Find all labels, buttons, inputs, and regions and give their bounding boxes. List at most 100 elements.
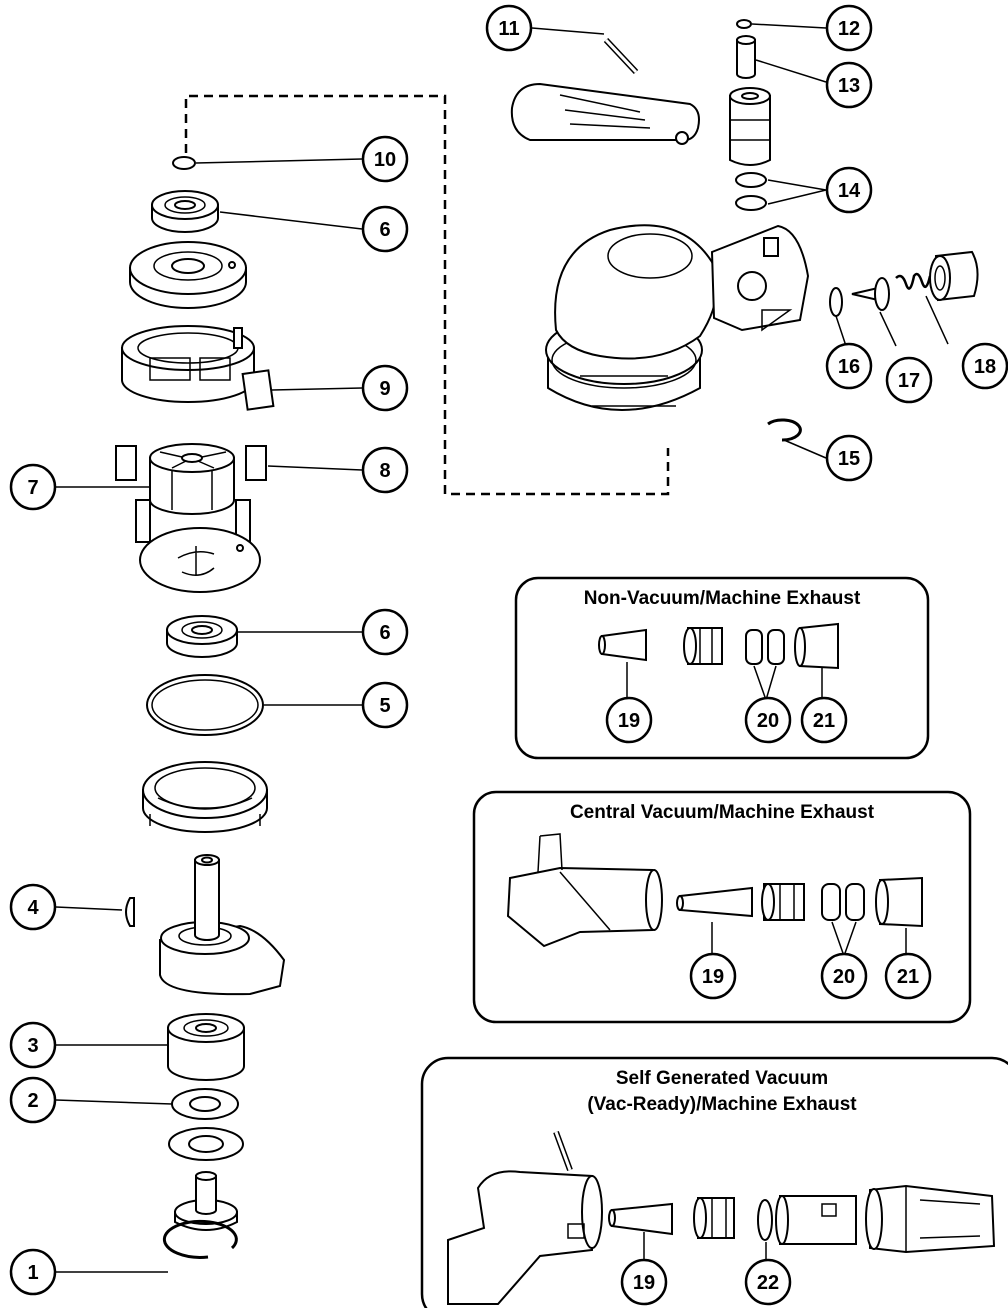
- nv-muffler-cap: [794, 622, 839, 670]
- part-washer-lower: [168, 1127, 244, 1161]
- part-end-plate: [129, 241, 247, 309]
- callout-number: 6: [379, 219, 390, 241]
- callout-number: 5: [379, 695, 390, 717]
- callout-c19a: 19: [605, 696, 653, 744]
- cv-adapter: [761, 883, 805, 921]
- callout-circle: [825, 434, 873, 482]
- callout-number: 19: [633, 1272, 655, 1294]
- part-motor-housing: [545, 224, 810, 411]
- part-rotor: [149, 443, 235, 515]
- callout-circle: [744, 696, 792, 744]
- callout-c4: 4: [9, 883, 57, 931]
- callout-circle: [361, 608, 409, 656]
- part-vane-left: [115, 445, 137, 481]
- part-vane-right: [245, 445, 267, 481]
- panel-self-generated-title-line2: (Vac-Ready)/Machine Exhaust: [587, 1094, 857, 1115]
- callout-circle: [961, 342, 1008, 390]
- callout-circle: [9, 1248, 57, 1296]
- callout-number: 12: [838, 18, 860, 40]
- callout-circle: [825, 166, 873, 214]
- callout-circle: [620, 1258, 668, 1306]
- part-inlet-bushing: [929, 250, 979, 302]
- part-washer-upper: [171, 1088, 239, 1120]
- part-valve-body: [729, 87, 771, 166]
- sg-adapter: [693, 1197, 735, 1239]
- callout-c14: 14: [825, 166, 873, 214]
- panel-self-generated-title-line1: Self Generated Vacuum: [616, 1068, 828, 1089]
- callout-c20b: 20: [820, 952, 868, 1000]
- callout-circle: [885, 356, 933, 404]
- part-exhaust-retaining-ring: [767, 418, 802, 442]
- callout-number: 19: [618, 710, 640, 732]
- cv-muffler-cap: [875, 876, 923, 928]
- callout-c21b: 21: [884, 952, 932, 1000]
- callout-number: 20: [833, 966, 855, 988]
- callout-circle: [689, 952, 737, 1000]
- cv-vacuum-port: [506, 833, 663, 948]
- callout-number: 22: [757, 1272, 779, 1294]
- callout-c5: 5: [361, 681, 409, 729]
- panel-central-vacuum-title: Central Vacuum/Machine Exhaust: [570, 802, 875, 823]
- callout-circle: [825, 4, 873, 52]
- part-bearing-top: [151, 190, 219, 233]
- callout-number: 8: [379, 460, 390, 482]
- callout-circle: [605, 696, 653, 744]
- callout-circle: [9, 463, 57, 511]
- callout-c7: 7: [9, 463, 57, 511]
- sg-o-ring: [757, 1199, 773, 1241]
- callout-c1: 1: [9, 1248, 57, 1296]
- callout-number: 9: [379, 378, 390, 400]
- part-bottom-plate: [139, 527, 261, 593]
- callout-number: 21: [813, 710, 835, 732]
- part-bearing-housing: [142, 761, 268, 833]
- callout-c13: 13: [825, 61, 873, 109]
- callout-circle: [485, 4, 533, 52]
- cv-rings: [821, 883, 865, 921]
- callout-circle: [9, 883, 57, 931]
- part-spindle-counterweight: [159, 854, 286, 996]
- callout-circle: [9, 1076, 57, 1124]
- part-bearing-bottom: [166, 615, 238, 658]
- callout-number: 19: [702, 966, 724, 988]
- callout-c19b: 19: [689, 952, 737, 1000]
- part-valve-seal-upper: [735, 172, 767, 188]
- callout-c22: 22: [744, 1258, 792, 1306]
- callout-c12: 12: [825, 4, 873, 52]
- callout-circle: [825, 342, 873, 390]
- part-inlet-washer: [829, 287, 843, 317]
- callout-number: 2: [27, 1090, 38, 1112]
- callout-c17: 17: [885, 356, 933, 404]
- callout-c19c: 19: [620, 1258, 668, 1306]
- callout-circle: [884, 952, 932, 1000]
- callout-c2: 2: [9, 1076, 57, 1124]
- part-throttle-lever: [510, 82, 700, 145]
- callout-number: 13: [838, 75, 860, 97]
- callout-circle: [9, 1021, 57, 1069]
- callout-number: 6: [379, 622, 390, 644]
- callout-number: 18: [974, 356, 996, 378]
- nv-adapter: [683, 627, 723, 665]
- cv-nozzle: [676, 886, 753, 918]
- callout-number: 15: [838, 448, 860, 470]
- part-valve-seal-lower: [735, 195, 767, 211]
- callout-number: 14: [838, 180, 861, 202]
- callout-circle: [820, 952, 868, 1000]
- part-valve-o-ring: [736, 19, 752, 29]
- part-woodruff-key: [125, 897, 135, 927]
- callout-c9: 9: [361, 364, 409, 412]
- callout-circle: [361, 135, 409, 183]
- callout-c20a: 20: [744, 696, 792, 744]
- callout-number: 16: [838, 356, 860, 378]
- callout-number: 10: [374, 149, 396, 171]
- callout-c15: 15: [825, 434, 873, 482]
- sg-nozzle: [608, 1202, 673, 1236]
- panel-non-vacuum-title: Non-Vacuum/Machine Exhaust: [584, 588, 861, 609]
- callout-number: 1: [27, 1262, 38, 1284]
- callout-c8: 8: [361, 446, 409, 494]
- part-retaining-ring-large: [162, 1219, 238, 1259]
- callout-circle: [361, 681, 409, 729]
- part-valve-stem: [736, 35, 756, 79]
- callout-c16: 16: [825, 342, 873, 390]
